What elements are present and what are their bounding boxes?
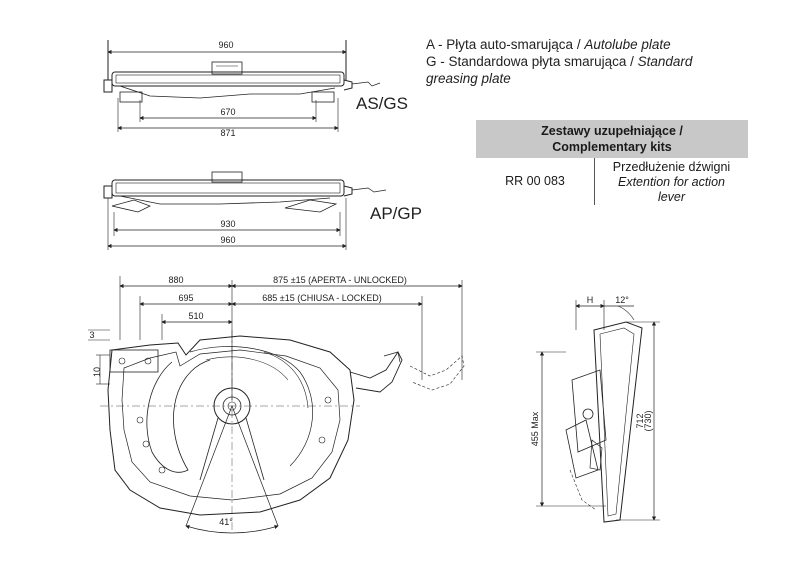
side-elevation-view bbox=[536, 300, 660, 523]
dim-h: H bbox=[587, 295, 594, 305]
dim-top-960: 960 bbox=[218, 40, 233, 50]
dim-880: 880 bbox=[168, 275, 183, 285]
dim-top-871: 871 bbox=[220, 128, 235, 138]
dim-875-unlocked: 875 ±15 (APERTA - UNLOCKED) bbox=[273, 275, 407, 285]
dim-455-max: 455 Max bbox=[530, 411, 540, 446]
kits-header: Zestawy uzupełniające / Complementary ki… bbox=[476, 120, 748, 158]
complementary-kits-table: Zestawy uzupełniające / Complementary ki… bbox=[476, 120, 748, 205]
side-view-as-gs bbox=[103, 40, 381, 132]
dim-730: (730) bbox=[643, 410, 653, 431]
kits-row: RR 00 083 Przedłużenie dźwigni Extention… bbox=[476, 158, 748, 205]
dim-510: 510 bbox=[188, 311, 203, 321]
legend-autolube: A - Płyta auto-smarująca / Autolube plat… bbox=[426, 37, 671, 52]
dim-mid-960: 960 bbox=[220, 235, 235, 245]
dim-top-670: 670 bbox=[220, 107, 235, 117]
dim-10: 10 bbox=[92, 367, 102, 377]
plan-view bbox=[88, 276, 465, 534]
dim-695: 695 bbox=[178, 293, 193, 303]
dim-3: 3 bbox=[89, 330, 94, 340]
dim-685-locked: 685 ±15 (CHIUSA - LOCKED) bbox=[262, 293, 381, 303]
dim-712: 712 bbox=[635, 413, 645, 428]
dim-mid-930: 930 bbox=[220, 219, 235, 229]
legend-standard-cont: greasing plate bbox=[426, 71, 511, 86]
kit-description: Przedłużenie dźwigni Extention for actio… bbox=[594, 158, 748, 205]
dim-41-deg: 41° bbox=[219, 517, 233, 527]
kit-code: RR 00 083 bbox=[505, 174, 565, 188]
side-view-ap-gp bbox=[103, 171, 387, 250]
dim-12-deg: 12° bbox=[615, 295, 629, 305]
view-label-as-gs: AS/GS bbox=[356, 94, 408, 113]
plate-legend: A - Płyta auto-smarująca / Autolube plat… bbox=[426, 36, 692, 87]
view-label-ap-gp: AP/GP bbox=[370, 204, 422, 223]
legend-standard: G - Standardowa płyta smarująca / Standa… bbox=[426, 54, 693, 69]
